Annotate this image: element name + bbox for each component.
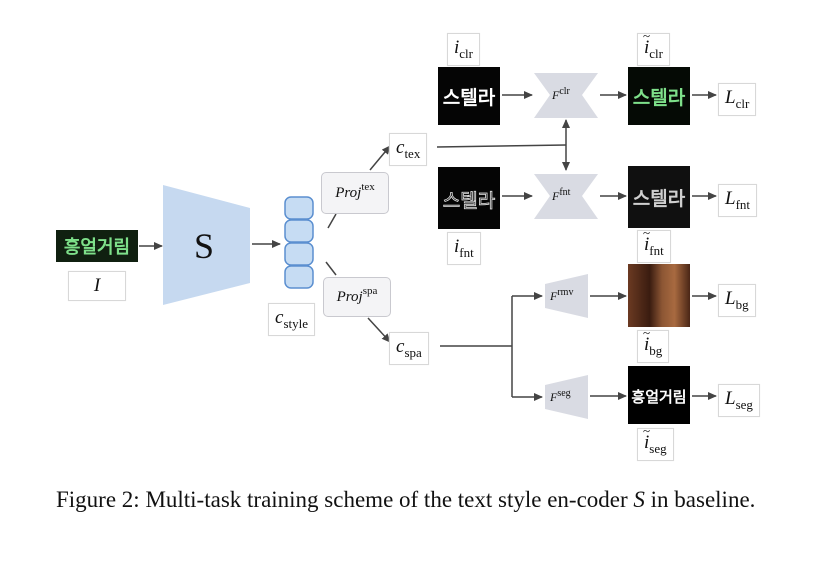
loss-fnt-label: Lfnt (718, 184, 758, 217)
segmentation-output-image: 흥얼거림 (628, 366, 690, 424)
style-code-label: cstyle (268, 303, 315, 336)
svg-text:흥얼거림: 흥얼거림 (64, 236, 130, 258)
fseg-label: Fseg (549, 388, 571, 404)
loss-bg-label: Lbg (718, 284, 756, 317)
background-decoder-shape (545, 274, 588, 318)
color-input-image: 스텔라 (438, 67, 500, 125)
background-output-image (628, 264, 690, 327)
loss-seg-label: Lseg (718, 384, 760, 417)
svg-text:스텔라: 스텔라 (443, 190, 495, 212)
svg-text:흥얼거림: 흥얼거림 (631, 388, 686, 406)
color-output-image: 스텔라 (628, 67, 690, 125)
loss-clr-label: Lclr (718, 83, 757, 116)
arrow-proj-tex-to-ctex (369, 145, 391, 171)
link-ctex-to-decoders (436, 144, 567, 148)
link-code-to-proj-spa (325, 261, 337, 276)
input-label: I (68, 271, 126, 301)
style-code-stack (284, 196, 314, 289)
output-bg-label: i~bg (637, 325, 670, 363)
ffnt-label: Ffnt (551, 187, 571, 203)
output-fnt-label: i~fnt (637, 225, 671, 263)
output-clr-label: i~clr (637, 28, 670, 66)
style-encoder-shape (163, 185, 250, 305)
diagram-canvas: 흥얼거림 S 스텔라 Fclr 스텔라 스텔라 (56, 67, 717, 424)
output-seg-label: i~seg (637, 423, 674, 461)
arrow-proj-spa-to-cspa (367, 317, 391, 343)
i-fnt-label: ifnt (447, 232, 481, 265)
fclr-label: Fclr (551, 86, 571, 102)
figure-caption: Figure 2: Multi-task training scheme of … (56, 487, 756, 512)
svg-text:스텔라: 스텔라 (443, 87, 496, 109)
font-decoder-shape (534, 174, 598, 219)
link-code-to-proj-tex (327, 213, 337, 229)
c-spa-label: cspa (389, 332, 429, 365)
frmv-label: Frmv (549, 287, 573, 303)
c-tex-label: ctex (389, 133, 428, 166)
svg-text:스텔라: 스텔라 (633, 87, 686, 109)
input-text-image: 흥얼거림 (56, 230, 138, 262)
font-output-image: 스텔라 (628, 166, 690, 228)
color-decoder-shape (534, 73, 598, 118)
svg-text:스텔라: 스텔라 (633, 188, 686, 210)
font-input-image: 스텔라 (438, 167, 500, 229)
i-clr-label: iclr (447, 33, 480, 66)
encoder-label: S (194, 226, 214, 266)
segmentation-decoder-shape (545, 375, 588, 419)
